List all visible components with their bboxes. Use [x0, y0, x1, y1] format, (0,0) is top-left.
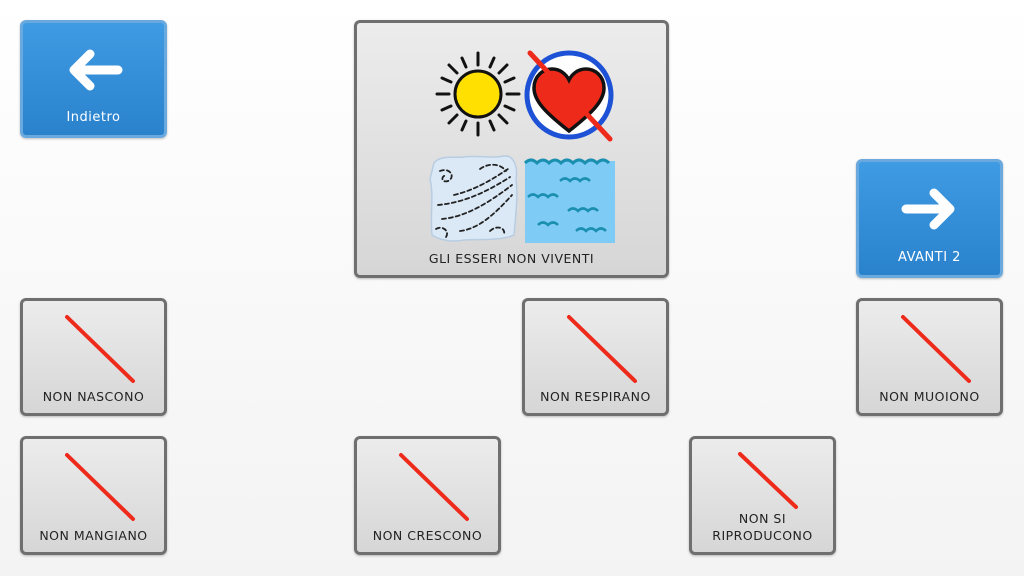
next-button-label: AVANTI 2	[898, 250, 961, 265]
tile-non-respirano[interactable]: NON RESPIRANO	[522, 298, 669, 416]
tile-label: NON MANGIANO	[39, 528, 148, 543]
red-slash-icon	[65, 453, 135, 521]
tile-label: NON RESPIRANO	[540, 389, 651, 404]
tile-label-line-1: NON SI	[738, 511, 787, 526]
tile-label: NON SI RIPRODUCONO	[692, 510, 833, 544]
crossed-heart-icon	[524, 50, 614, 142]
tile-label: NON CRESCONO	[372, 528, 483, 543]
tile-label-line-2: RIPRODUCONO	[712, 528, 813, 543]
tile-non-mangiano[interactable]: NON MANGIANO	[20, 436, 167, 555]
tile-non-crescono[interactable]: NON CRESCONO	[354, 436, 501, 555]
red-slash-icon	[738, 452, 798, 509]
red-slash-icon	[65, 315, 135, 383]
wind-icon	[429, 155, 518, 242]
tile-label: NON MUOIONO	[879, 389, 980, 404]
red-slash-icon	[399, 453, 469, 521]
title-tile-gli-esseri-non-viventi[interactable]: GLI ESSERI NON VIVENTI	[354, 20, 669, 278]
sun-icon	[435, 51, 521, 137]
title-tile-label: GLI ESSERI NON VIVENTI	[428, 251, 595, 266]
back-button[interactable]: Indietro	[20, 20, 167, 138]
red-slash-icon	[901, 315, 971, 383]
red-slash-icon	[567, 315, 637, 383]
tile-non-nascono[interactable]: NON NASCONO	[20, 298, 167, 416]
non-living-pictogram	[429, 50, 615, 243]
arrow-right-icon	[901, 188, 954, 230]
tile-non-si-riproducono[interactable]: NON SI RIPRODUCONO	[689, 436, 836, 555]
water-icon	[523, 158, 615, 243]
next-button[interactable]: AVANTI 2	[856, 159, 1003, 278]
tile-non-muoiono[interactable]: NON MUOIONO	[856, 298, 1003, 416]
arrow-left-icon	[69, 49, 122, 91]
tile-label: NON NASCONO	[42, 389, 145, 404]
back-button-label: Indietro	[66, 110, 121, 125]
